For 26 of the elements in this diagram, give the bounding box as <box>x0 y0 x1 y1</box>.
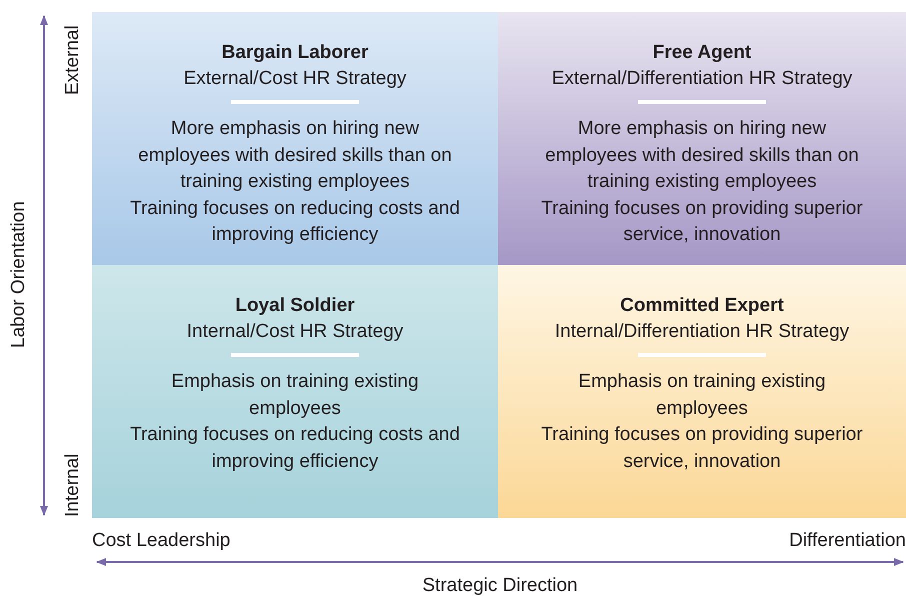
axis-end-label: Differentiation <box>789 530 906 552</box>
quadrant-description: More emphasis on hiring new employees with desired skills than on training existing employees <box>137 117 453 194</box>
quadrant-description: Training focuses on providing superior service, innovation <box>540 423 864 474</box>
quadrant-panel <box>92 12 498 265</box>
quadrant-description: More emphasis on hiring new employees with desired skills than on training existing employees <box>544 117 860 194</box>
quadrant-description: Emphasis on training existing employees <box>577 370 827 420</box>
quadrant-title: Loyal Soldier <box>235 294 355 318</box>
quadrant-panel <box>498 265 906 518</box>
quadrant-subtitle: Internal/Cost HR Strategy <box>186 320 404 344</box>
quadrant-panel <box>498 12 906 265</box>
quadrant-description: Emphasis on training existing employees <box>170 370 420 420</box>
quadrant-description: Training focuses on reducing costs and improving efficiency <box>130 423 460 474</box>
quadrant-title: Committed Expert <box>620 294 784 318</box>
quadrant-subtitle: External/Differentiation HR Strategy <box>552 67 852 91</box>
axis-end-label: External <box>62 25 84 95</box>
axis-end-label: Cost Leadership <box>92 530 230 552</box>
quadrant-panel <box>92 265 498 518</box>
quadrant-title: Free Agent <box>652 41 752 65</box>
axis-end-label: Internal <box>62 454 84 517</box>
quadrant-subtitle: Internal/Differentiation HR Strategy <box>554 320 850 344</box>
quadrant-description: Training focuses on providing superior service, innovation <box>540 196 864 247</box>
quadrant-subtitle: External/Cost HR Strategy <box>184 67 406 91</box>
axis-title: Labor Orientation <box>8 201 30 348</box>
quadrant-description: Training focuses on reducing costs and improving efficiency <box>130 196 460 247</box>
axis-title: Strategic Direction <box>422 575 578 596</box>
quadrant-title: Bargain Laborer <box>222 41 368 65</box>
